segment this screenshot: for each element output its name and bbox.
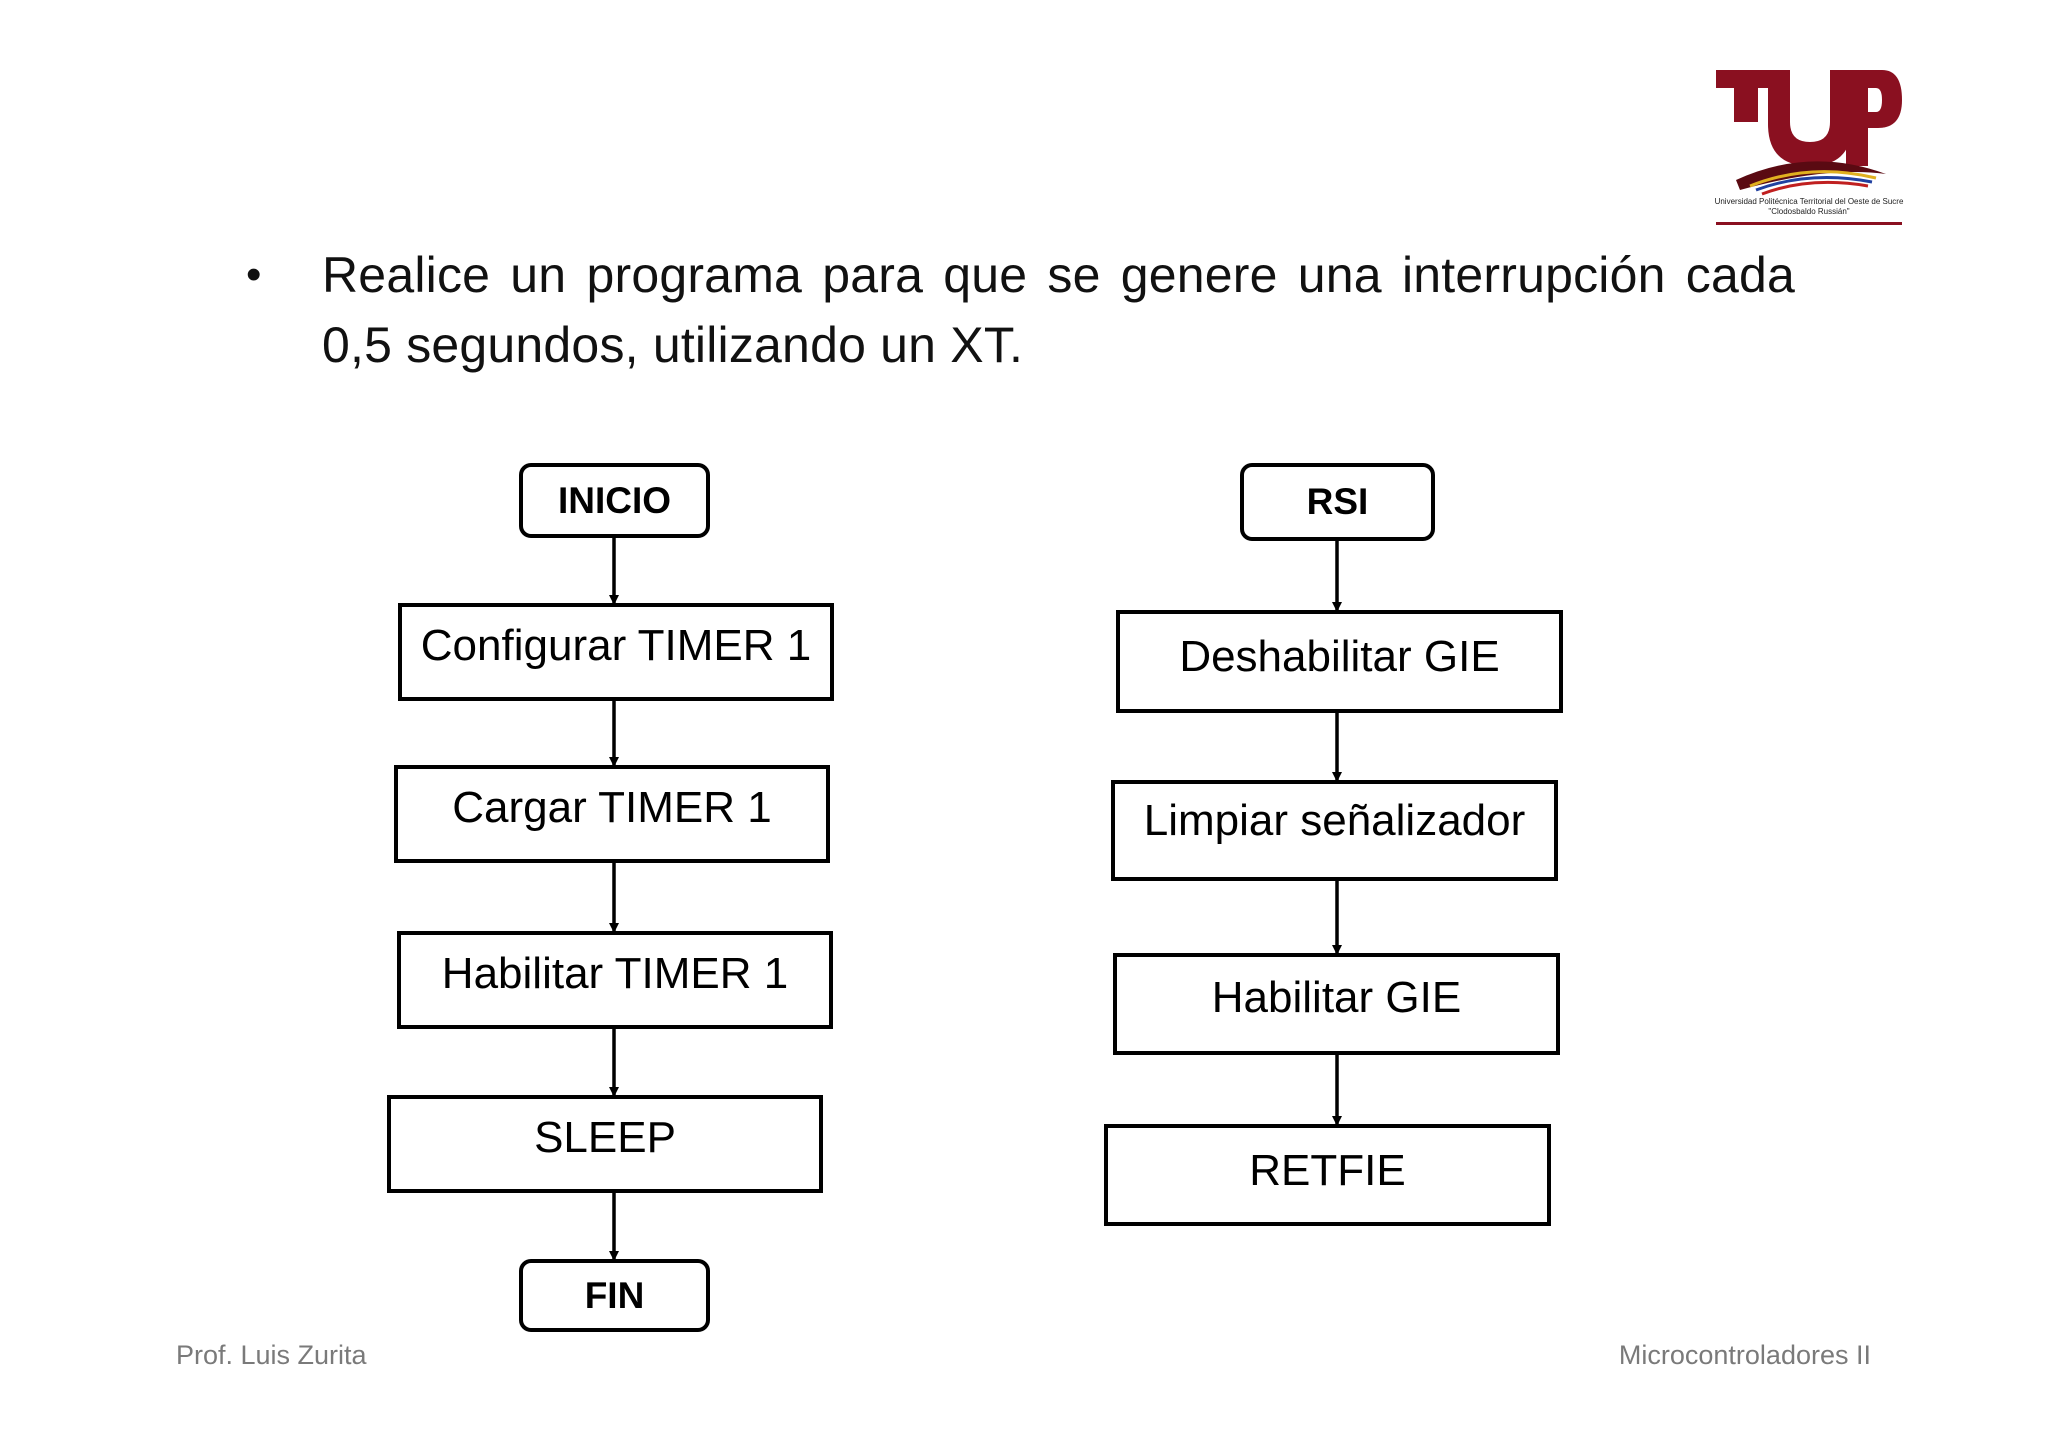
- node-inicio: INICIO: [519, 463, 710, 538]
- footer-course: Microcontroladores II: [1618, 1340, 1871, 1370]
- logo-caption: Universidad Politécnica Territorial del …: [1712, 197, 1906, 217]
- node-deshabilitar-gie: Deshabilitar GIE: [1116, 610, 1563, 713]
- node-limpiar-senalizador: Limpiar señalizador: [1111, 780, 1558, 881]
- node-sleep: SLEEP: [387, 1095, 823, 1193]
- node-habilitar-gie: Habilitar GIE: [1113, 953, 1560, 1055]
- node-rsi: RSI: [1240, 463, 1435, 541]
- node-cargar-timer1: Cargar TIMER 1: [394, 765, 830, 863]
- logo-underline: [1716, 222, 1902, 225]
- bullet-text: Realice un programa para que se genere u…: [322, 247, 1795, 373]
- node-fin: FIN: [519, 1259, 710, 1332]
- university-logo: [1716, 70, 1902, 196]
- node-retfie: RETFIE: [1104, 1124, 1551, 1226]
- node-habilitar-timer1: Habilitar TIMER 1: [397, 931, 833, 1029]
- logo-caption-line2: "Clodosbaldo Russián": [1768, 207, 1850, 216]
- node-configurar-timer1: Configurar TIMER 1: [398, 603, 834, 701]
- logo-caption-line1: Universidad Politécnica Territorial del …: [1714, 197, 1904, 206]
- footer-author: Prof. Luis Zurita: [176, 1340, 367, 1370]
- bullet-dot-icon: •: [246, 250, 262, 299]
- bullet-point: • Realice un programa para que se genere…: [246, 240, 1795, 380]
